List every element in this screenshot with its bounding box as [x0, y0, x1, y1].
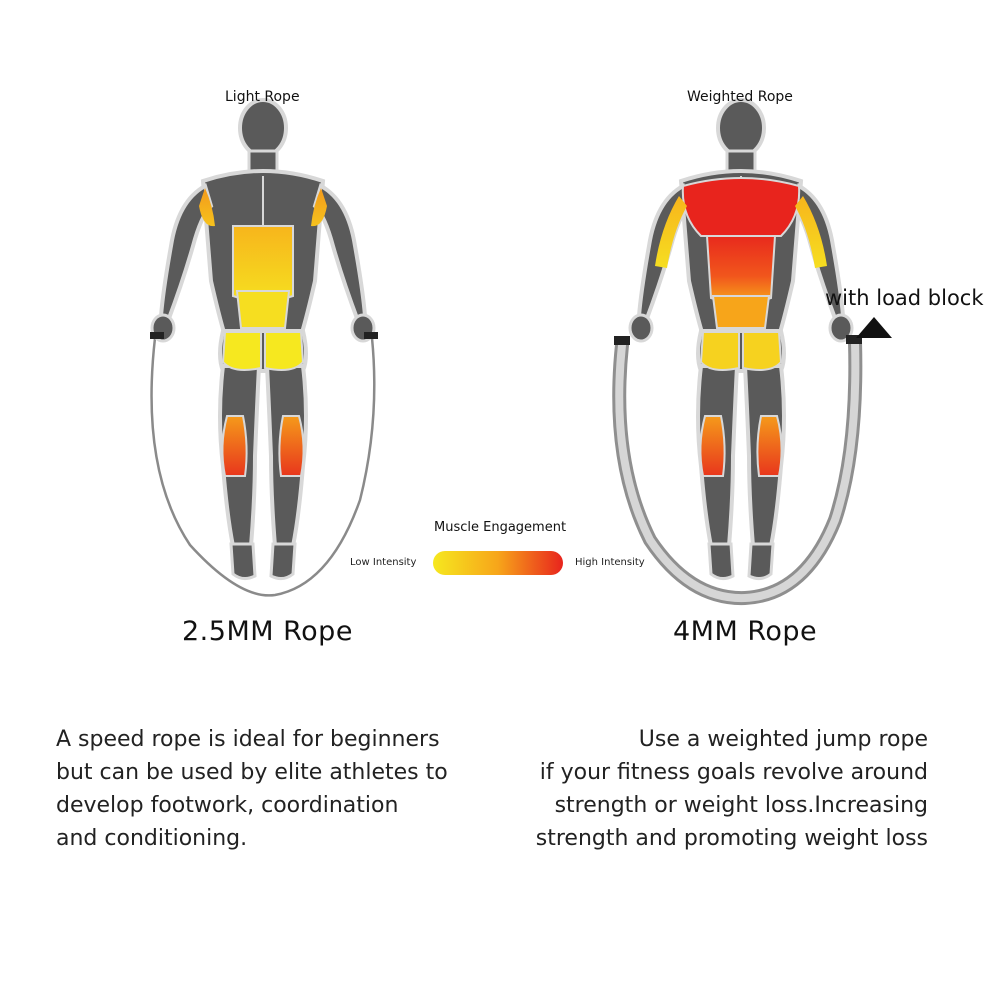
left-rope-caption: 2.5MM Rope: [182, 616, 353, 647]
right-description-line: strength and promoting weight loss: [535, 826, 928, 851]
right-description-line: strength or weight loss.Increasing: [554, 793, 928, 818]
left-figure: [150, 98, 378, 597]
right-description-line: if your fitness goals revolve around: [539, 760, 928, 785]
left-rope: [150, 337, 376, 597]
legend-high-label: High Intensity: [575, 557, 645, 568]
right-description-line: Use a weighted jump rope: [638, 727, 928, 752]
right-panel-title: Weighted Rope: [687, 89, 793, 105]
legend-title: Muscle Engagement: [434, 520, 567, 535]
right-figure: [612, 98, 892, 606]
load-block-annotation: with load block: [825, 286, 984, 310]
left-description-line: develop footwork, coordination: [56, 793, 399, 818]
right-rope-caption: 4MM Rope: [673, 616, 818, 647]
legend-low-label: Low Intensity: [350, 557, 417, 568]
right-description: Use a weighted jump rope if your fitness…: [500, 723, 928, 855]
left-description-line: but can be used by elite athletes to: [56, 760, 448, 785]
left-description-line: and conditioning.: [56, 826, 248, 851]
left-description-line: A speed rope is ideal for beginners: [56, 727, 440, 752]
left-description: A speed rope is ideal for beginners but …: [56, 723, 476, 855]
load-block-icon: [856, 317, 892, 338]
left-panel-title: Light Rope: [225, 89, 300, 105]
intensity-gradient-bar: [433, 551, 563, 575]
